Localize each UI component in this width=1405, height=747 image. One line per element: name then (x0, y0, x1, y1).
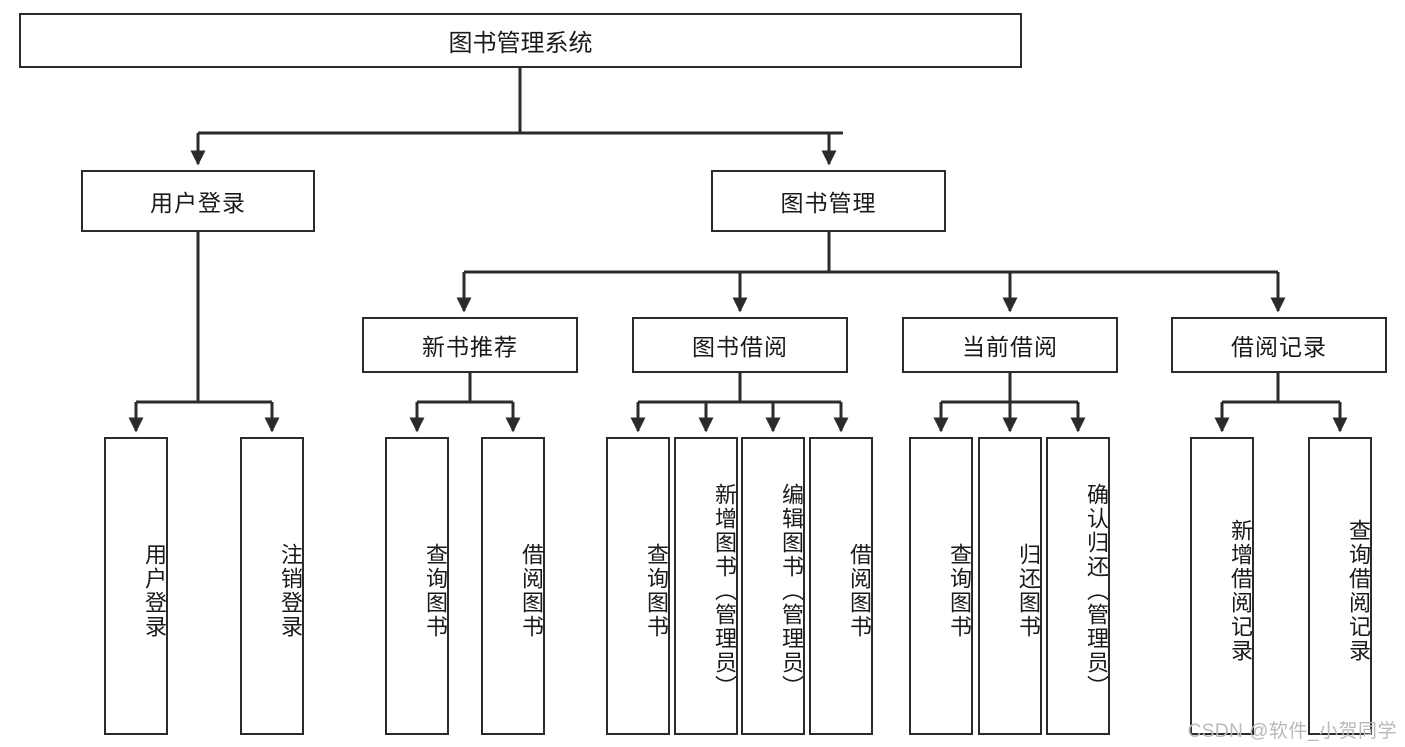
node-label: 编辑图书（管理员） (779, 483, 804, 699)
watermark-text: CSDN @软件_小贺同学 (1187, 721, 1397, 742)
node-label: 查询借阅记录 (1346, 519, 1371, 663)
node-label: 借阅图书 (519, 543, 544, 639)
leaf-add-borrow-record[interactable]: 新增借阅记录 (1190, 437, 1254, 735)
node-label: 新增借阅记录 (1228, 519, 1253, 663)
node-label: 查询图书 (947, 543, 972, 639)
node-label: 图书管理系统 (448, 30, 593, 57)
node-label: 注销登录 (278, 543, 303, 639)
leaf-confirm-return-admin[interactable]: 确认归还（管理员） (1046, 437, 1110, 735)
node-book-borrow[interactable]: 图书借阅 (632, 317, 848, 373)
node-label: 借阅记录 (1231, 334, 1327, 360)
node-borrow-record[interactable]: 借阅记录 (1171, 317, 1387, 373)
node-label: 查询图书 (644, 543, 669, 639)
leaf-query-book-current[interactable]: 查询图书 (909, 437, 973, 735)
node-label: 新增图书（管理员） (712, 483, 737, 699)
leaf-user-logout[interactable]: 注销登录 (240, 437, 304, 735)
leaf-borrow-book[interactable]: 借阅图书 (809, 437, 873, 735)
node-label: 新书推荐 (422, 334, 518, 360)
leaf-user-login[interactable]: 用户登录 (104, 437, 168, 735)
node-new-book-recommend[interactable]: 新书推荐 (362, 317, 578, 373)
leaf-query-book[interactable]: 查询图书 (606, 437, 670, 735)
node-label: 用户登录 (142, 543, 167, 639)
node-label: 查询图书 (423, 543, 448, 639)
node-root-system[interactable]: 图书管理系统 (19, 13, 1022, 68)
leaf-query-borrow-record[interactable]: 查询借阅记录 (1308, 437, 1372, 735)
node-book-management[interactable]: 图书管理 (711, 170, 946, 232)
node-label: 当前借阅 (962, 334, 1058, 360)
node-label: 确认归还（管理员） (1084, 483, 1109, 699)
node-label: 借阅图书 (847, 543, 872, 639)
node-label: 图书管理 (780, 190, 877, 216)
leaf-add-book-admin[interactable]: 新增图书（管理员） (674, 437, 738, 735)
node-label: 图书借阅 (692, 334, 788, 360)
node-label: 用户登录 (150, 190, 246, 216)
node-current-borrow[interactable]: 当前借阅 (902, 317, 1118, 373)
node-user-login[interactable]: 用户登录 (81, 170, 315, 232)
leaf-return-book[interactable]: 归还图书 (978, 437, 1042, 735)
leaf-query-book-recommend[interactable]: 查询图书 (385, 437, 449, 735)
node-label: 归还图书 (1016, 543, 1041, 639)
leaf-borrow-book-recommend[interactable]: 借阅图书 (481, 437, 545, 735)
leaf-edit-book-admin[interactable]: 编辑图书（管理员） (741, 437, 805, 735)
